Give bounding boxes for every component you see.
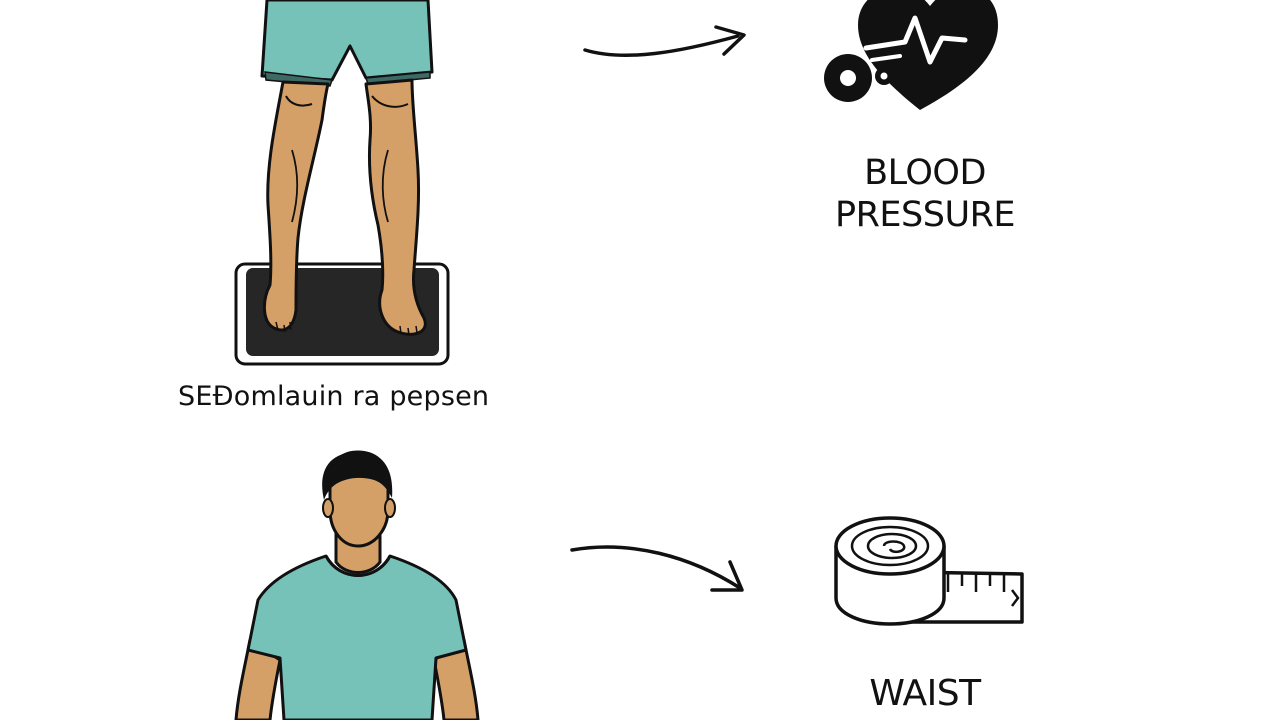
blood-pressure-label: BLOOD PRESSURE <box>800 152 1050 236</box>
arrow-right-icon <box>583 25 746 58</box>
left-leg <box>263 80 330 333</box>
arrow-right-icon <box>570 545 744 592</box>
right-leg <box>364 78 427 336</box>
blood-pressure-label-line2: PRESSURE <box>834 195 1016 235</box>
blood-pressure-label-line1: BLOOD <box>864 153 986 193</box>
heart-pulse-icon <box>824 0 998 110</box>
scale-caption: SEÐomlauin ra pepsen <box>178 381 490 412</box>
person-icon <box>234 450 480 720</box>
person-on-scale-icon <box>234 0 450 366</box>
waist-label: WAIST <box>869 673 981 714</box>
measuring-tape-icon <box>834 516 1024 626</box>
shorts <box>260 0 434 87</box>
